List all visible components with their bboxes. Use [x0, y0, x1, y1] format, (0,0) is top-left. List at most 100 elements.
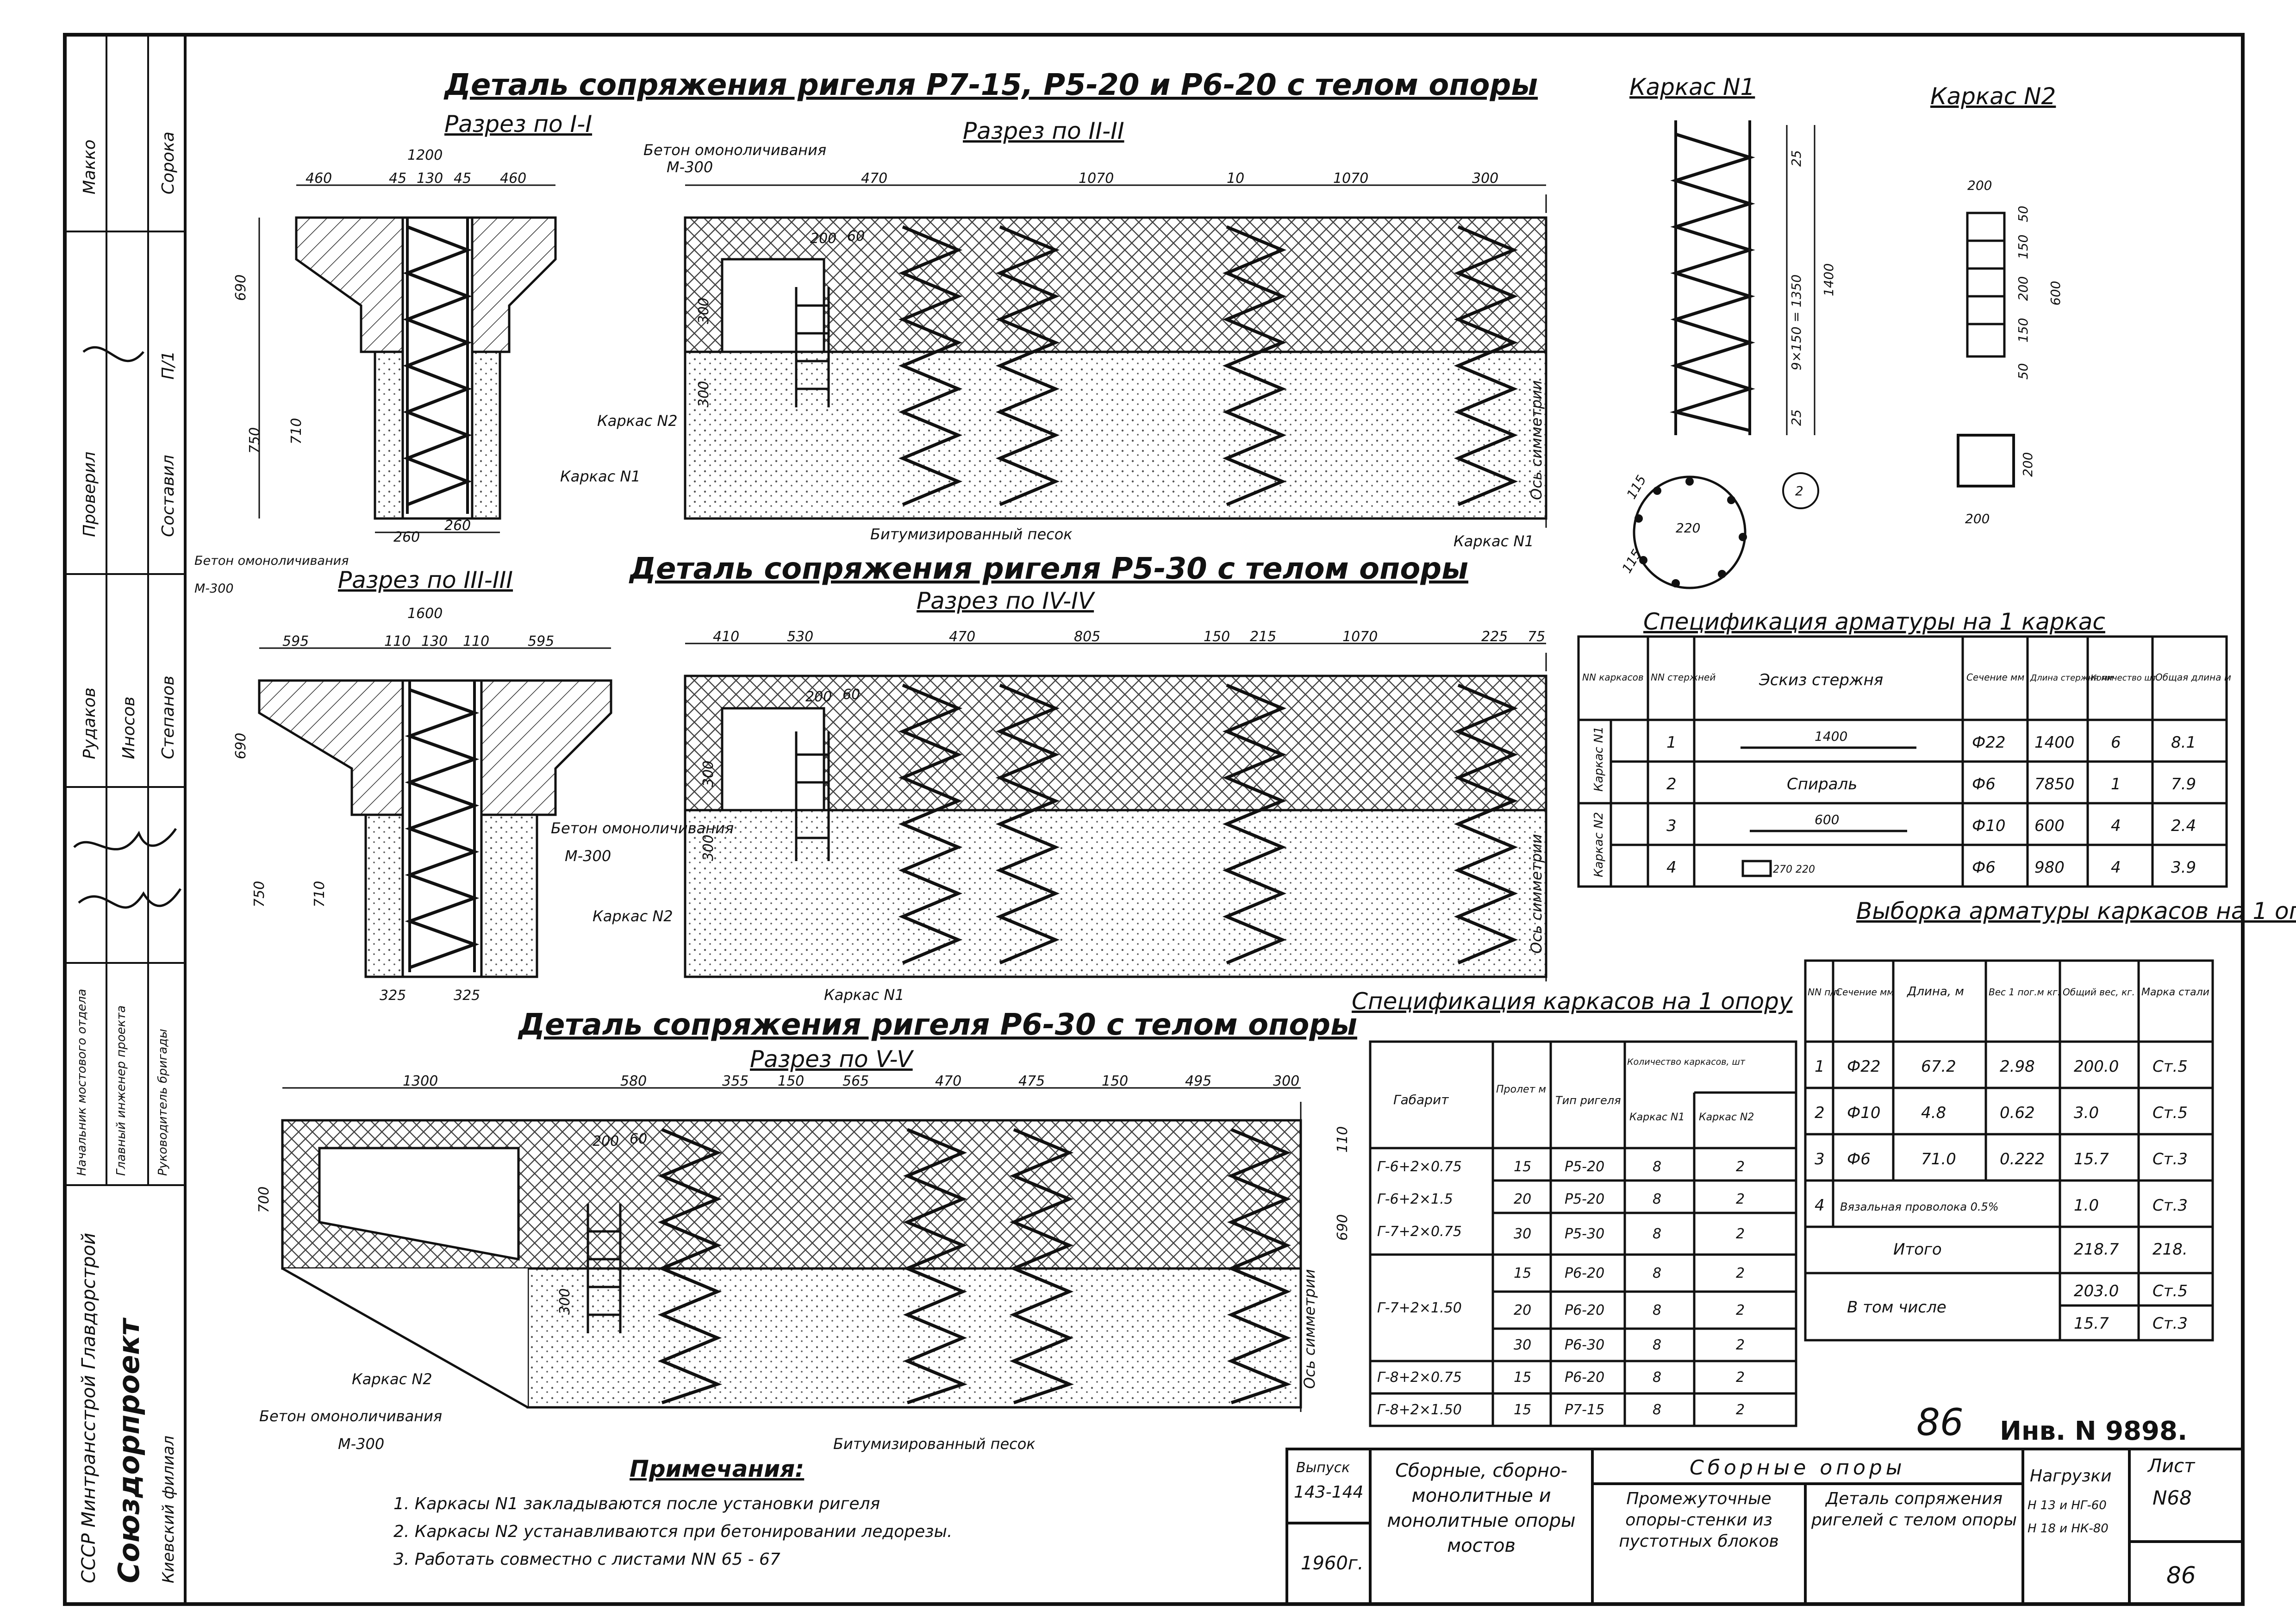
spec-frames-h2: Тип ригеля	[1555, 1094, 1621, 1107]
spec-frames-r2-k1: 8	[1653, 1226, 1661, 1242]
notes-title: Примечания:	[630, 1455, 804, 1482]
spec-frames-r7-type: Р7-15	[1565, 1402, 1604, 1418]
dim-1-12: 300	[696, 381, 712, 407]
dim-1-1: 460	[306, 170, 332, 187]
karkas-2-dim-600: 600	[2048, 281, 2063, 306]
tb-type: Промежуточные опоры-стенки из пустотных …	[1619, 1489, 1779, 1551]
label-m300-4: М-300	[338, 1435, 384, 1453]
spec-frames-table	[1369, 1040, 1797, 1427]
dim-4-5: 215	[1250, 629, 1276, 645]
dim-3-4: 110	[463, 633, 489, 650]
selection-r1-tw: 3.0	[2074, 1104, 2099, 1122]
selection-r1-len: 4.8	[1921, 1104, 1946, 1122]
selection-incl-0-st: Ст.5	[2152, 1282, 2188, 1300]
selection-total-val: 218.7	[2074, 1240, 2119, 1259]
spec-rebar-r2-sec: Ф10	[1972, 817, 2006, 835]
dim-3-3: 130	[421, 633, 448, 650]
title-section-3-3: Разрез по III-III	[338, 567, 513, 593]
note-2: 2. Каркасы N2 устанавливаются при бетони…	[393, 1522, 952, 1541]
signature-2	[78, 888, 182, 909]
spec-frames-r3-span: 15	[1514, 1265, 1531, 1281]
label-karkas2-3: Каркас N2	[352, 1370, 432, 1388]
spec-rebar-h3: Сечение мм	[1966, 672, 2024, 683]
spec-rebar-r0-sec: Ф22	[1972, 733, 2006, 752]
selection-r0-sec: Ф22	[1847, 1057, 1881, 1076]
dim-1-10: 260	[444, 518, 471, 534]
dim-1-11: 300	[696, 298, 712, 324]
selection-incl-1-st: Ст.3	[2152, 1314, 2188, 1333]
dim-1-8: 710	[288, 418, 305, 444]
inventory-stamp: Инв. N 9898.	[2000, 1416, 2187, 1446]
label-beton-2: Бетон омоноличивания	[194, 554, 349, 568]
spec-rebar-h5: Количество шт.	[2090, 673, 2159, 683]
selection-r0-len: 67.2	[1921, 1057, 1956, 1076]
selection-r2-w: 0.222	[2000, 1150, 2045, 1168]
label-m300-1: М-300	[667, 158, 713, 176]
section-3-3-drawing	[258, 647, 612, 978]
spec-rebar-r0-sketch: 1400	[1815, 729, 1847, 744]
selection-r1-st: Ст.5	[2152, 1104, 2188, 1122]
spec-frames-r0-k1: 8	[1653, 1159, 1661, 1175]
title-detail-1: Деталь сопряжения ригеля Р7-15, Р5-20 и …	[443, 68, 1538, 102]
selection-r2-len: 71.0	[1921, 1150, 1956, 1168]
label-karkas2-2: Каркас N2	[593, 907, 673, 925]
spec-rebar-table	[1577, 635, 2228, 888]
selection-incl-1-tw: 15.7	[2074, 1314, 2109, 1333]
side-role-4: Начальник мостового отдела	[75, 989, 89, 1176]
axis-symmetry-2: Ось симметрии	[1528, 834, 1545, 954]
spec-rebar-r3-sketch: 270 220	[1773, 864, 1815, 875]
spiral-callout: 2	[1795, 483, 1803, 499]
dim-2-0: 470	[861, 170, 887, 187]
dim-2-3: 1070	[1333, 170, 1368, 187]
dim-4-1: 530	[787, 629, 813, 645]
karkas-1-dim-spiral-d: 220	[1676, 520, 1700, 536]
spec-rebar-r2-qty: 4	[2111, 817, 2121, 835]
dim-3-0: 1600	[407, 606, 443, 622]
spec-frames-r5-k1: 8	[1653, 1337, 1661, 1353]
spec-rebar-group-1: Каркас N1	[1592, 726, 1606, 792]
spec-frames-r7-span: 15	[1514, 1402, 1531, 1418]
karkas-1-dim-pitch: 9×150 = 1350	[1789, 275, 1804, 370]
dim-3-8: 710	[312, 881, 328, 907]
spec-rebar-r2-sketch: 600	[1815, 812, 1839, 827]
spec-rebar-r1-n: 2	[1666, 775, 1677, 793]
spec-frames-r1-gab: Г-6+2×1.5	[1377, 1191, 1453, 1207]
title-detail-2: Деталь сопряжения ригеля Р5-30 с телом о…	[629, 552, 1468, 586]
dim-5-12: 700	[256, 1187, 272, 1213]
spec-frames-r7-gab: Г-8+2×1.50	[1377, 1402, 1462, 1418]
dim-3-6: 690	[233, 733, 249, 759]
selection-h5: Марка стали	[2141, 987, 2209, 998]
spec-rebar-r3-qty: 4	[2111, 858, 2121, 877]
dim-3-9: 325	[380, 987, 406, 1004]
karkas-2-dim-50b: 50	[2015, 363, 2031, 380]
spec-frames-r3-k2: 2	[1736, 1265, 1745, 1281]
sheet-page-number: 86	[1916, 1401, 1964, 1444]
selection-r2-n: 3	[1815, 1150, 1825, 1168]
spec-rebar-r1-sec: Ф6	[1972, 775, 1996, 793]
selection-r0-w: 2.98	[2000, 1057, 2035, 1076]
title-section-1-1: Разрез по I-I	[444, 111, 592, 137]
spec-frames-r1-k1: 8	[1653, 1191, 1661, 1207]
spec-rebar-r2-n: 3	[1666, 817, 1677, 835]
selection-r3-tw: 1.0	[2074, 1196, 2099, 1215]
karkas-2-dim-200: 200	[2015, 276, 2031, 301]
spec-frames-r5-type: Р6-30	[1565, 1337, 1604, 1353]
dim-5-2: 355	[722, 1073, 749, 1089]
dim-4-6: 1070	[1342, 629, 1378, 645]
dim-4-0: 410	[713, 629, 739, 645]
spec-frames-title: Спецификация каркасов на 1 опору	[1352, 988, 1793, 1015]
dim-4-9: 200	[805, 689, 832, 705]
spec-frames-r5-k2: 2	[1736, 1337, 1745, 1353]
title-section-4-4: Разрез по IV-IV	[917, 587, 1096, 614]
dim-1-3: 130	[417, 170, 443, 187]
spec-rebar-r0-len: 1400	[2034, 733, 2075, 752]
spec-rebar-r3-total: 3.9	[2171, 858, 2196, 877]
axis-symmetry-1: Ось симметрии	[1528, 380, 1545, 500]
side-org-3: Киевский филиал	[159, 1436, 178, 1583]
spec-rebar-title: Спецификация арматуры на 1 каркас	[1643, 608, 2105, 635]
selection-total-val2: 218.	[2152, 1240, 2188, 1259]
spec-frames-r1-span: 20	[1514, 1191, 1531, 1207]
selection-r0-st: Ст.5	[2152, 1057, 2188, 1076]
spec-rebar-r0-n: 1	[1666, 733, 1677, 752]
tb-load-2: Н 18 и НК-80	[2028, 1522, 2109, 1536]
